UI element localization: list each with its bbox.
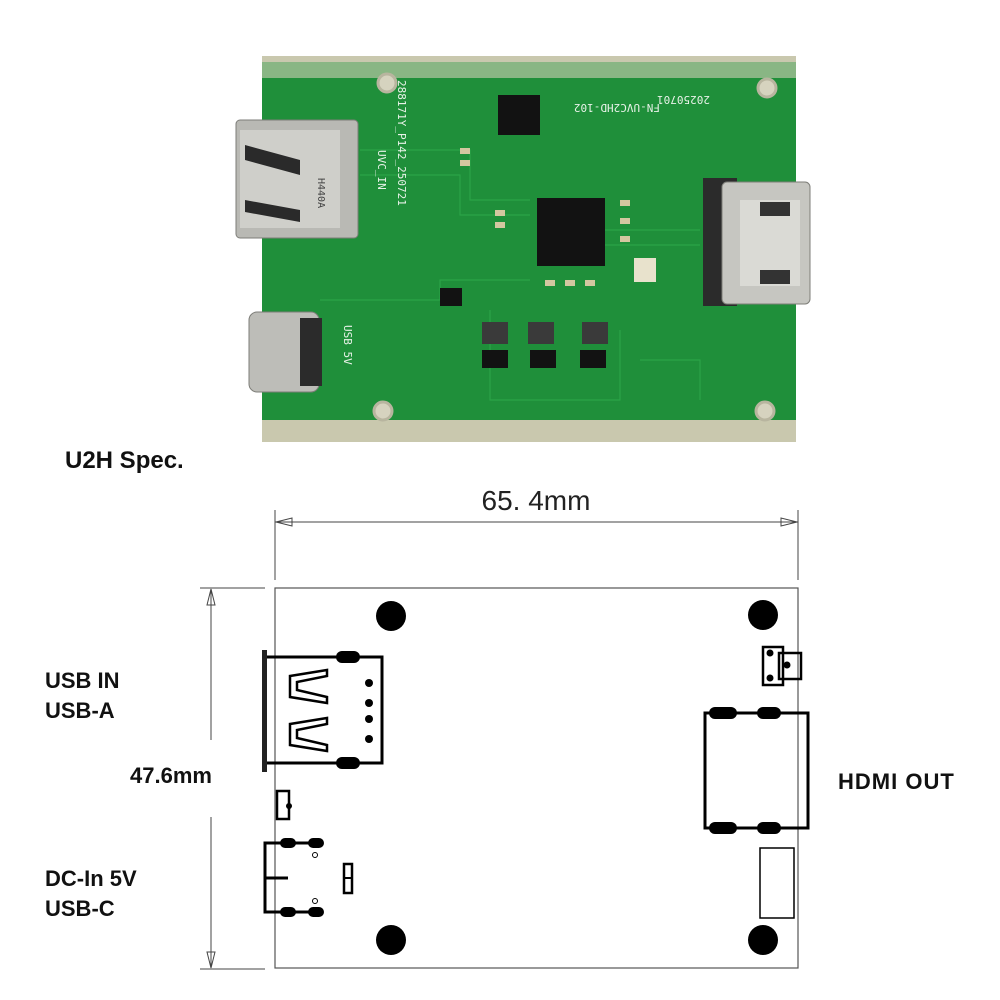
usb-c-label: USB-C [45,896,115,921]
height-dimension [200,587,265,970]
height-value: 47.6mm [130,763,212,788]
width-dimension [274,510,799,580]
silk-usb5v: USB 5V [341,325,354,365]
board-outline-drawing [262,587,810,969]
usb-a-connector-photo: H440A [235,119,359,239]
page-title: U2H Spec. [65,447,184,474]
silk-uvc-in: UVC_IN [375,150,388,190]
usb-a-footprint [262,650,384,772]
main-chip [537,198,605,266]
usb-a-label: USB-A [45,698,115,723]
usb-a-marking: H440A [315,178,326,208]
hdmi-footprint [703,707,810,834]
connector-footprint [759,847,795,919]
pcb-photo: H440A FN-UVC2HD-102 [235,56,811,442]
hdmi-out-label: HDMI OUT [838,769,955,794]
silk-date: 20250701 [657,93,710,106]
switch-footprint [761,645,803,687]
usb-c-connector-photo [248,311,322,393]
mounting-hole-icons [376,600,778,955]
width-value: 65. 4mm [482,485,591,516]
silk-model: FN-UVC2HD-102 [574,101,660,114]
silk-board-id: 288171Y_P142_250721 [395,80,408,206]
hdmi-connector-photo [703,178,811,306]
usb-in-label: USB IN [45,668,120,693]
u6-chip [498,95,540,135]
led-footprint [275,789,292,821]
dc-in-label: DC-In 5V [45,866,137,891]
usb-c-footprint [263,838,354,917]
